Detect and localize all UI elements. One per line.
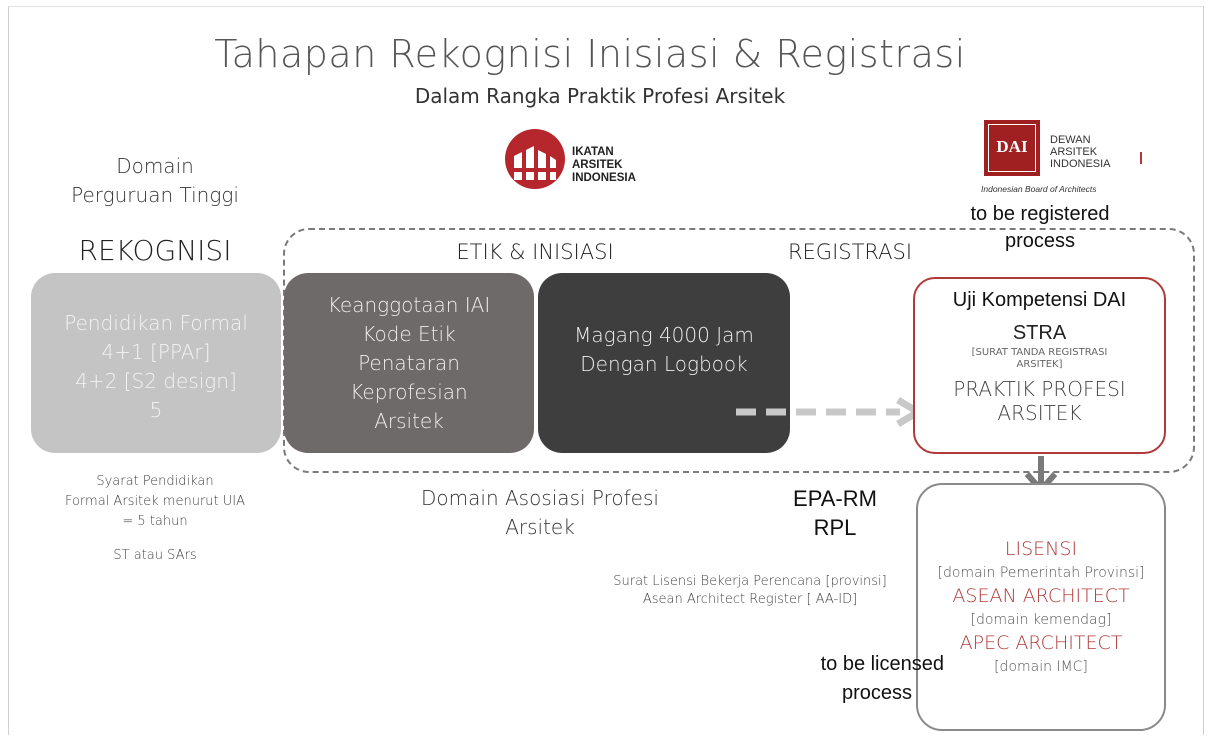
to-be-registered-label: to be registered process <box>935 201 1145 255</box>
etik-line4: Keprofesian <box>350 380 468 404</box>
iai-logo-mark-icon <box>505 129 565 189</box>
rekognisi-box: Pendidikan Formal 4+1 [PPAr] 4+2 [S2 des… <box>31 273 281 453</box>
epa-line2: RPL <box>813 515 857 540</box>
dai-logo-line2: ARSITEK <box>1050 146 1098 158</box>
to-be-licensed-line2: process <box>841 682 912 704</box>
dai-red-tick <box>1140 152 1142 164</box>
syarat-line1: Syarat Pendidikan <box>96 474 214 489</box>
dai-logo-mark-icon: DAI <box>984 120 1040 176</box>
registrasi-heading: REGISTRASI <box>787 240 913 264</box>
lisensi-title: LISENSI <box>1004 538 1078 560</box>
dai-logo: DAI DEWAN ARSITEK INDONESIA Indonesian B… <box>978 120 1148 200</box>
dai-logo-line1: DEWAN <box>1050 134 1091 146</box>
etik-line2: Kode Etik <box>362 322 456 346</box>
lisensi-domain: [domain IMC] <box>994 659 1088 675</box>
iai-logo-line2: ARSITEK <box>572 159 623 171</box>
magang-box: Magang 4000 Jam Dengan Logbook <box>538 273 790 453</box>
epa-line1: EPA-RM <box>793 486 877 511</box>
rekognisi-line4: 5 <box>149 398 163 422</box>
dai-logo-mark-text: DAI <box>996 137 1028 156</box>
lisensi-domain: [domain kemendag] <box>970 612 1112 628</box>
etik-box: Keanggotaan IAI Kode Etik Penataran Kepr… <box>284 273 534 453</box>
rekognisi-line2: 4+1 [PPAr] <box>101 340 211 364</box>
etik-heading: ETIK & INISIASI <box>456 240 614 264</box>
etik-line5: Arsitek <box>374 409 444 433</box>
surat-lisensi-text: Surat Lisensi Bekerja Perencana [provins… <box>560 573 940 609</box>
lisensi-title: ASEAN ARCHITECT <box>952 585 1130 607</box>
to-be-licensed-line1: to be licensed <box>820 653 944 675</box>
page-subtitle: Dalam Rangka Praktik Profesi Arsitek <box>414 84 786 108</box>
dai-logo-tagline: Indonesian Board of Architects <box>981 184 1097 194</box>
stra-label: STRA <box>1012 322 1067 344</box>
praktik-line1: PRAKTIK PROFESI <box>953 377 1126 401</box>
domain-perguruan-line2: Perguruan Tinggi <box>71 183 239 207</box>
lisensi-domain: [domain Pemerintah Provinsi] <box>937 565 1145 581</box>
syarat-line3: = 5 tahun <box>122 514 188 529</box>
magang-line2: Dengan Logbook <box>580 352 748 376</box>
syarat-line2: Formal Arsitek menurut UIA <box>64 494 246 509</box>
iai-logo-line3: INDONESIA <box>572 172 636 184</box>
domain-asosiasi-label: Domain Asosiasi Profesi Arsitek <box>395 484 685 542</box>
to-be-licensed-label: to be licensed process <box>780 650 950 708</box>
etik-line3: Penataran <box>358 351 460 375</box>
syarat-line4: ST atau SArs <box>113 548 197 563</box>
domain-asosiasi-line2: Arsitek <box>505 515 575 539</box>
to-be-registered-line1: to be registered <box>970 203 1110 225</box>
iai-logo-line1: IKATAN <box>572 146 614 158</box>
stra-sub-line2: ARSITEK] <box>1016 359 1063 370</box>
domain-perguruan-label: Domain Perguruan Tinggi <box>40 152 270 210</box>
epa-rpl-label: EPA-RM RPL <box>770 484 900 542</box>
domain-asosiasi-line1: Domain Asosiasi Profesi <box>421 486 659 510</box>
surat-line1: Surat Lisensi Bekerja Perencana [provins… <box>613 574 887 589</box>
etik-line1: Keanggotaan IAI <box>327 293 491 317</box>
iai-logo: IKATAN ARSITEK INDONESIA <box>504 128 664 189</box>
surat-line2: Asean Architect Register [ AA-ID] <box>642 592 858 607</box>
dashed-arrow-icon <box>736 396 925 428</box>
lisensi-title: APEC ARCHITECT <box>959 632 1123 654</box>
praktik-line2: ARSITEK <box>997 401 1082 425</box>
slide-frame <box>8 6 1204 735</box>
magang-line1: Magang 4000 Jam <box>574 323 754 347</box>
uji-heading: Uji Kompetensi DAI <box>952 289 1127 311</box>
dai-logo-line3: INDONESIA <box>1050 158 1111 170</box>
lisensi-box: LISENSI [domain Pemerintah Provinsi] ASEAN… <box>916 483 1166 731</box>
rekognisi-line1: Pendidikan Formal <box>64 311 248 335</box>
uji-kompetensi-box: Uji Kompetensi DAI STRA [SURAT TANDA REG… <box>913 277 1166 454</box>
stra-sub-line1: [SURAT TANDA REGISTRASI <box>971 347 1108 358</box>
rekognisi-heading: REKOGNISI <box>78 234 232 267</box>
domain-perguruan-line1: Domain <box>116 154 194 178</box>
to-be-registered-line2: process <box>1004 230 1076 252</box>
syarat-text: Syarat Pendidikan Formal Arsitek menurut… <box>40 472 270 566</box>
rekognisi-line3: 4+2 [S2 design] <box>75 369 237 393</box>
page-title: Tahapan Rekognisi Inisiasi & Registrasi <box>214 32 966 76</box>
